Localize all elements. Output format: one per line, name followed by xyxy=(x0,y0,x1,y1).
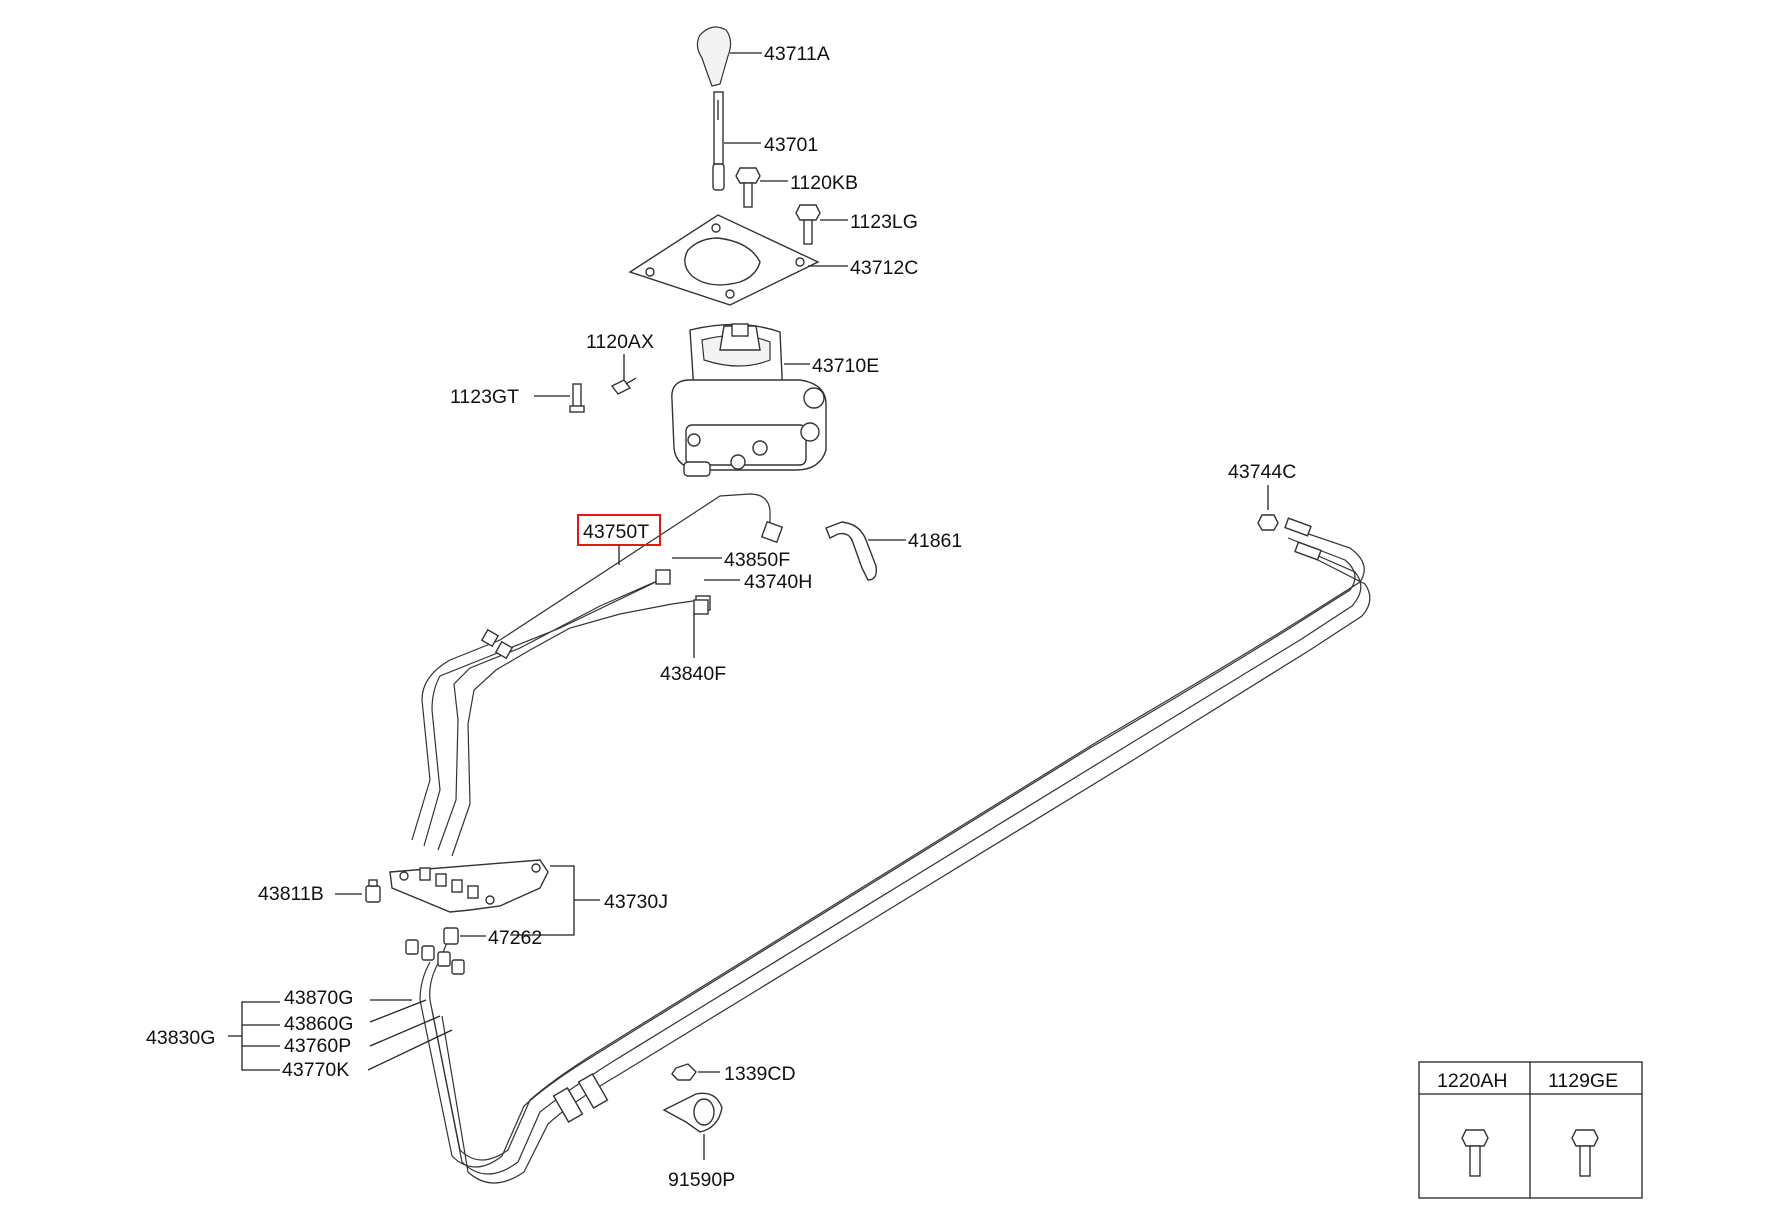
label-43711a[interactable]: 43711A xyxy=(764,43,830,65)
label-1339cd[interactable]: 1339CD xyxy=(724,1063,796,1085)
label-43860g[interactable]: 43860G xyxy=(284,1013,353,1035)
label-47262[interactable]: 47262 xyxy=(488,927,542,949)
shift-knob-43711a[interactable] xyxy=(696,26,732,87)
label-43830g[interactable]: 43830G xyxy=(146,1027,215,1049)
label-43870g[interactable]: 43870G xyxy=(284,987,353,1009)
label-1120kb[interactable]: 1120KB xyxy=(790,172,858,194)
label-43850f[interactable]: 43850F xyxy=(724,549,790,571)
nut-43744c[interactable] xyxy=(1257,514,1279,531)
label-43740h[interactable]: 43740H xyxy=(744,571,812,593)
bolt-1123lg[interactable] xyxy=(795,204,821,245)
bracket-43830g xyxy=(241,1001,280,1071)
shift-lever-43701[interactable] xyxy=(712,91,725,191)
label-1120ax[interactable]: 1120AX xyxy=(586,331,654,353)
label-43710e[interactable]: 43710E xyxy=(812,355,879,377)
label-91590p[interactable]: 91590P xyxy=(668,1169,735,1191)
label-43760p[interactable]: 43760P xyxy=(284,1035,351,1057)
bolt-1129ge[interactable] xyxy=(1571,1129,1599,1177)
label-43840f[interactable]: 43840F xyxy=(660,663,726,685)
label-43712c[interactable]: 43712C xyxy=(850,257,918,279)
label-43750t[interactable]: 43750T xyxy=(583,521,649,543)
label-43770k[interactable]: 43770K xyxy=(282,1059,349,1081)
shift-control-assembly-43710e[interactable] xyxy=(671,323,827,477)
bolt-1120kb[interactable] xyxy=(735,167,761,208)
junction-block-43730j[interactable] xyxy=(389,859,549,913)
bleeder-43811b[interactable] xyxy=(365,879,381,903)
label-43744c[interactable]: 43744C xyxy=(1228,461,1296,483)
hose-41861[interactable] xyxy=(825,521,878,581)
bolt-1220ah[interactable] xyxy=(1461,1129,1489,1177)
leader-43770k xyxy=(367,1029,453,1071)
leader-43760p xyxy=(369,1015,441,1047)
label-41861[interactable]: 41861 xyxy=(908,530,962,552)
label-1123lg[interactable]: 1123LG xyxy=(850,211,918,233)
label-43730j[interactable]: 43730J xyxy=(604,891,668,913)
table-header-1129ge: 1129GE xyxy=(1548,1070,1618,1092)
label-1123gt[interactable]: 1123GT xyxy=(450,386,519,408)
bolt-1123gt[interactable] xyxy=(569,383,585,413)
fitting-43840f[interactable] xyxy=(693,599,709,615)
screw-1120ax[interactable] xyxy=(610,377,637,395)
fitting-47262[interactable] xyxy=(443,927,459,945)
leader-43860g xyxy=(369,999,427,1023)
label-43811b[interactable]: 43811B xyxy=(258,883,324,905)
front-hose-ends[interactable] xyxy=(405,939,465,975)
fastener-table xyxy=(1418,1061,1643,1199)
hose-bundle-rear[interactable] xyxy=(419,517,1371,1184)
label-43701[interactable]: 43701 xyxy=(764,134,818,156)
table-header-1220ah: 1220AH xyxy=(1437,1070,1507,1092)
boot-plate-43712c[interactable] xyxy=(628,214,820,306)
nut-1339cd[interactable] xyxy=(671,1063,697,1081)
clip-91590p[interactable] xyxy=(662,1092,723,1133)
